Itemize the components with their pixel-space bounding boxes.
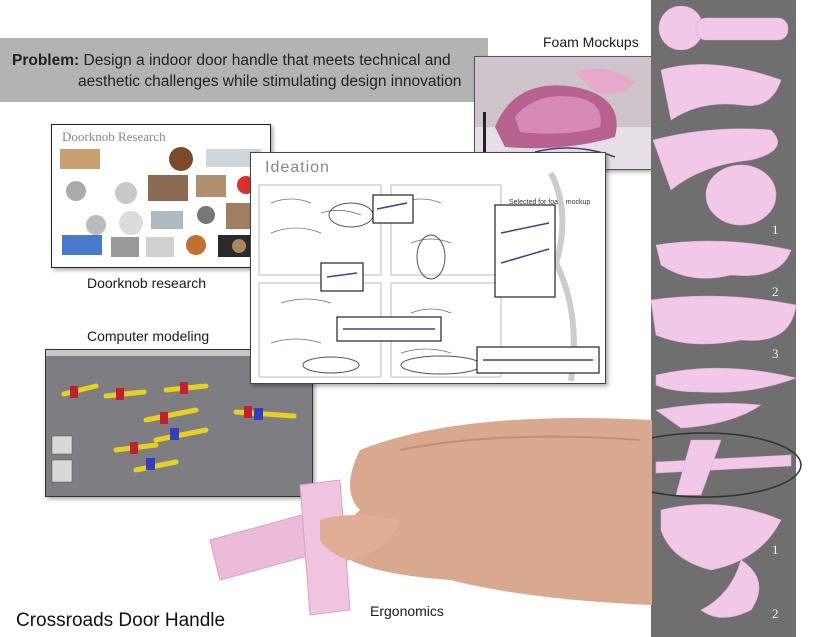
problem-line-1: Design a indoor door handle that meets t… — [83, 52, 451, 69]
mockup-number-1: 1 — [772, 222, 779, 237]
mockup-number-2: 2 — [772, 284, 779, 299]
foam-mockups-label: Foam Mockups — [543, 34, 639, 50]
research-heading: Doorknob Research — [62, 129, 166, 144]
page-title: Crossroads Door Handle — [16, 610, 226, 631]
doorknob-collage — [60, 147, 261, 257]
ergonomics-hand-photo — [209, 418, 652, 616]
foam-mockups-photo — [474, 56, 652, 170]
doorknob-research-board: Doorknob Research — [51, 124, 271, 268]
problem-label: Problem: — [12, 52, 80, 69]
cad-viewport — [46, 350, 312, 483]
problem-line-2: aesthetic challenges while stimulating d… — [78, 73, 462, 90]
computer-modeling-label: Computer modeling — [87, 328, 210, 344]
foam-handles — [651, 5, 796, 618]
ideation-board: Ideation Selected for foam mockup — [250, 152, 606, 384]
ideation-heading: Ideation — [265, 159, 330, 176]
foam-mockups-image — [475, 57, 651, 169]
ergonomics-label: Ergonomics — [370, 603, 444, 619]
foam-mockups-strip: 1 2 3 1 2 — [651, 0, 796, 637]
ideation-sketches — [258, 171, 600, 382]
mockup-number-1b: 1 — [772, 542, 779, 557]
mockup-number-2b: 2 — [772, 606, 779, 621]
problem-statement: Problem: Design a indoor door handle tha… — [12, 50, 482, 92]
ideation-note: Selected for foam mockup — [509, 199, 591, 206]
doorknob-research-label: Doorknob research — [87, 275, 207, 291]
mockup-number-3: 3 — [772, 346, 779, 361]
problem-banner: Problem: Design a indoor door handle tha… — [0, 38, 488, 102]
